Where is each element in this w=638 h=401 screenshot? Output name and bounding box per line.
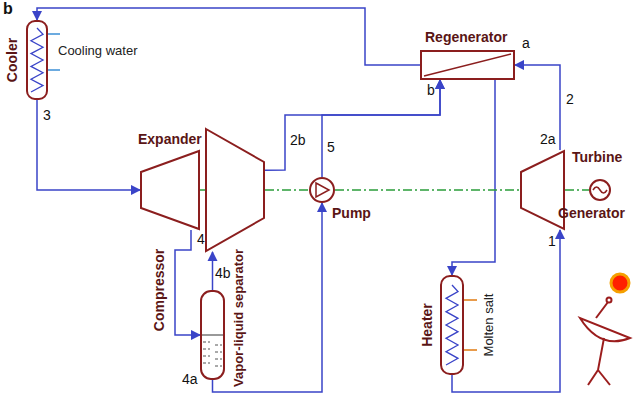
component-name: Compressor	[152, 249, 167, 331]
state-point-number: 4b	[215, 266, 231, 281]
state-point-number: 3	[43, 108, 51, 123]
state-point-number: 5	[327, 140, 335, 155]
shape-outline	[26, 20, 48, 100]
pipe-line	[37, 100, 140, 190]
state-point-number: a	[522, 36, 530, 51]
cooler-box: Cooler	[26, 20, 48, 100]
pipe-line	[515, 65, 560, 150]
component-name: Regenerator	[425, 30, 507, 45]
component-name: Pump	[332, 206, 371, 221]
separator-vessel: Vapor-liquid separator	[200, 290, 225, 380]
shape-outline	[589, 179, 611, 201]
expander-symbol: Expander	[140, 150, 200, 230]
shape-outline	[309, 177, 335, 203]
shaft-line	[335, 189, 520, 191]
heater-box: Heater	[440, 275, 464, 375]
state-point-number: 1	[548, 234, 556, 249]
state-point-number: b	[427, 83, 435, 98]
shape-outline	[140, 150, 200, 230]
stream-label: Molten salt	[482, 294, 496, 357]
state-point-number: 2	[566, 92, 574, 107]
pump-symbol: Pump	[309, 177, 335, 203]
component-name: Generator	[558, 206, 625, 221]
shaft-line	[200, 189, 205, 191]
component-name: Cooler	[5, 38, 20, 82]
shaft-line	[265, 189, 309, 191]
pipe-line	[452, 80, 495, 275]
generator-symbol: Generator	[589, 179, 611, 201]
state-point-number: 4a	[182, 372, 198, 387]
state-point-number: 4	[197, 232, 205, 247]
pipe-line	[175, 230, 200, 335]
component-name: Heater	[420, 303, 435, 347]
regenerator-box: Regenerator	[420, 50, 515, 80]
shape-outline	[200, 290, 225, 380]
compressor-symbol: Compressor	[205, 128, 265, 252]
component-name: Vapor-liquid separator	[232, 249, 246, 387]
solar-dish-icon	[580, 274, 630, 385]
shape-outline	[420, 50, 515, 80]
component-name: Turbine	[572, 150, 622, 165]
pipe-line	[322, 80, 440, 177]
molten-salt-lines	[464, 300, 477, 350]
stream-label: Cooling water	[58, 44, 138, 58]
state-point-number: 2b	[290, 133, 306, 148]
shape-outline	[440, 275, 464, 375]
state-point-number: 2a	[540, 132, 556, 147]
component-name: Expander	[138, 132, 202, 147]
pipe-line	[452, 230, 560, 392]
pipe-line	[37, 8, 420, 65]
shape-outline	[205, 128, 265, 252]
pipe-line	[212, 252, 214, 290]
shaft-line	[565, 189, 589, 191]
panel-letter: b	[3, 0, 13, 18]
pipe-line	[265, 80, 440, 170]
